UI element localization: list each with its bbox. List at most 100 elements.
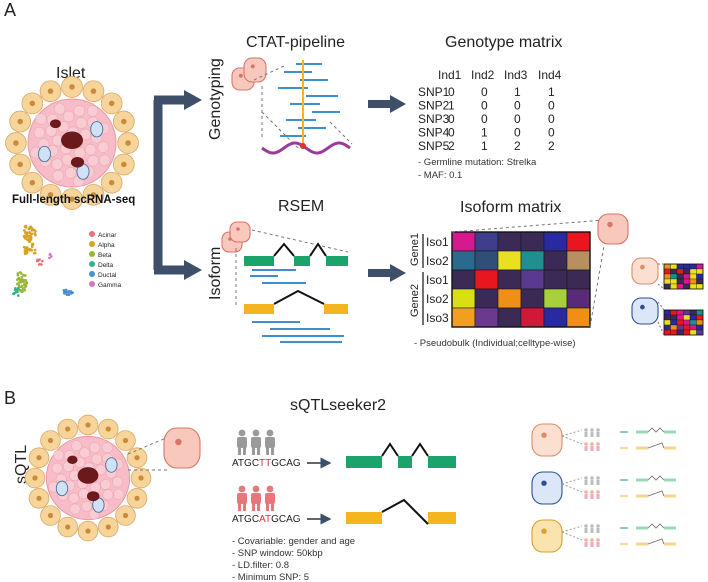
legend-label: Gamma: [98, 282, 122, 289]
mini-person-body: [596, 528, 600, 533]
person-body: [251, 493, 261, 504]
mini-person-body: [590, 480, 594, 485]
islet-cell: [113, 488, 125, 500]
person-head: [238, 429, 246, 437]
person-leg: [266, 503, 269, 511]
mini-person-head: [590, 490, 594, 494]
umap-point: [32, 228, 35, 232]
mini-heatmap-cell: [670, 319, 678, 326]
umap-point: [33, 248, 37, 252]
genotyping-label: Genotyping: [207, 58, 224, 140]
heatmap-cell: [520, 250, 545, 271]
mini-heatmap-cell: [663, 319, 671, 326]
zoom-cell-b: [163, 427, 201, 469]
islet-cell: [89, 482, 101, 493]
mini-heatmap-cell: [696, 329, 704, 336]
sequence-reference: ATGCTTGCAG: [232, 458, 301, 469]
person-head: [266, 485, 274, 493]
islet-cell: [73, 105, 85, 117]
mini-person-head: [584, 524, 588, 528]
umap-point: [69, 292, 73, 295]
genotype-matrix-title: Genotype matrix: [445, 34, 562, 51]
legend-label: Ductal: [98, 272, 117, 279]
umap-point: [28, 236, 32, 239]
rsem-title: RSEM: [278, 198, 324, 215]
islet-cell: [51, 158, 63, 170]
umap-plot: [12, 224, 74, 297]
mini-heatmap-border: [663, 263, 704, 290]
acinar-nucleus: [90, 88, 97, 94]
legend-swatch: [89, 241, 95, 247]
acinar-nucleus: [17, 161, 23, 168]
exon: [346, 456, 382, 468]
heatmap-cell: [566, 307, 591, 328]
umap-point: [41, 259, 44, 263]
umap-point: [19, 271, 22, 274]
mini-person-body: [584, 542, 588, 547]
cell-nucleus: [541, 528, 547, 534]
mini-person-body: [584, 432, 588, 437]
mini-person-head: [596, 442, 600, 446]
heatmap-cell: [497, 269, 522, 290]
umap-point: [22, 229, 26, 232]
umap-point: [22, 245, 26, 249]
blood-vessel: [61, 131, 83, 150]
genotype-cell: 0: [448, 126, 455, 140]
umap-point: [27, 227, 31, 231]
zoom-line: [589, 245, 605, 328]
islet-illustration: [5, 76, 139, 210]
umap-point: [67, 290, 71, 293]
person-body: [251, 437, 261, 448]
ductal-cell: [55, 480, 69, 497]
mini-heatmap-cell: [676, 319, 684, 326]
cell-top-2: [243, 57, 267, 83]
islet-cell: [68, 492, 80, 504]
heatmap-cell: [566, 288, 591, 309]
mini-person-body: [584, 446, 588, 451]
islet-cell: [53, 103, 66, 115]
umap-point: [24, 279, 28, 282]
islet-cell: [102, 442, 113, 454]
islet-cell: [79, 447, 91, 459]
heatmap-cell: [520, 307, 545, 328]
islet-cell: [84, 144, 97, 156]
umap-point: [23, 252, 27, 256]
heatmap-cell: [543, 307, 568, 328]
legend-label: Beta: [98, 252, 112, 259]
celltype-sqtl-callouts: [531, 423, 676, 553]
umap-point: [25, 232, 29, 236]
mini-person-body: [596, 432, 600, 437]
acinar-nucleus: [36, 455, 42, 461]
mini-heatmap-cell: [683, 309, 691, 316]
genotype-row-label: SNP2: [418, 99, 450, 113]
heatmap-border: [451, 231, 591, 328]
heatmap-cell: [543, 250, 568, 271]
blood-vessel: [77, 467, 99, 484]
isoform-structures: [244, 242, 348, 343]
umap-point: [19, 280, 23, 284]
legend-label: Alpha: [98, 242, 115, 249]
islet-cell: [89, 442, 101, 454]
person-body: [265, 493, 275, 504]
cell-cluster-top: [231, 57, 267, 91]
acinar-nucleus: [125, 140, 131, 146]
mini-heatmap-cell: [676, 273, 684, 280]
mini-heatmap-cell: [683, 273, 691, 280]
mini-person-body: [584, 480, 588, 485]
mini-person-body: [596, 542, 600, 547]
genotype-cell: 0: [481, 112, 488, 126]
arrow-head-genotyping: [184, 90, 202, 110]
blood-vessel: [50, 119, 61, 129]
isoform-row-label: Iso2: [426, 292, 449, 306]
individuals-reference: [237, 429, 275, 455]
genotype-cell: 0: [514, 99, 521, 113]
mini-heatmap-cell: [696, 309, 704, 316]
mini-heatmap-cell: [676, 324, 684, 331]
umap-point: [20, 290, 23, 294]
mini-heatmap-cell: [670, 309, 678, 316]
mini-heatmap-cell: [689, 329, 697, 336]
sequence-variant: ATGCATGCAG: [232, 514, 301, 525]
legend-swatch: [89, 231, 95, 237]
